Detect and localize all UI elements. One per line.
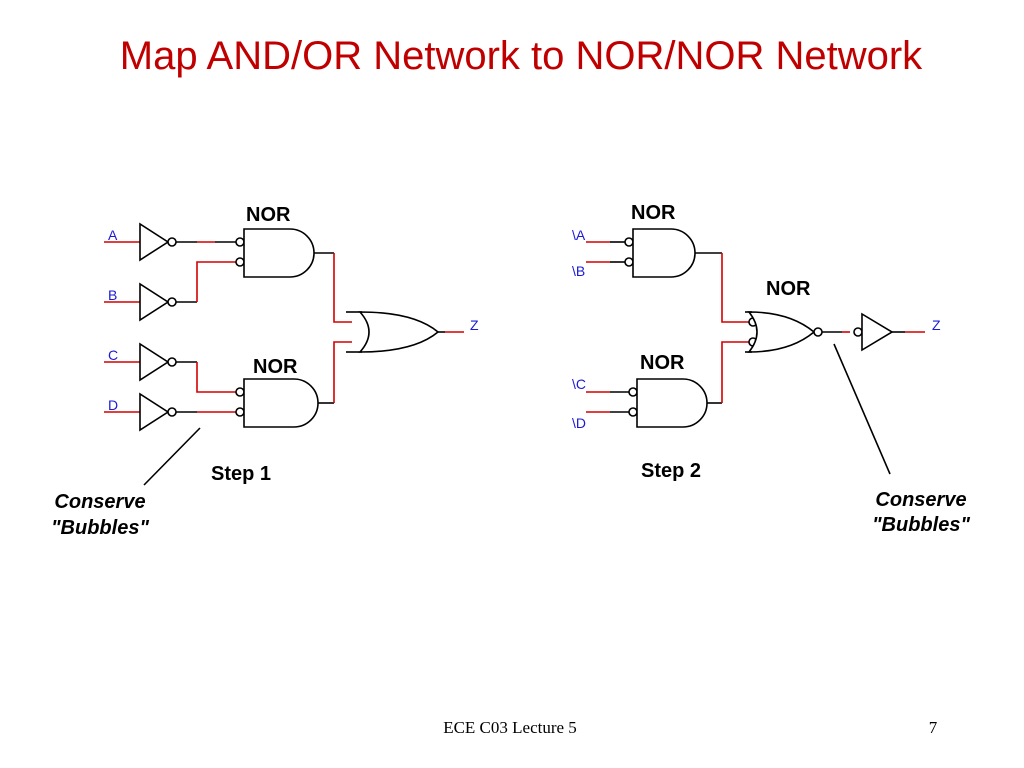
step2-label: Step 2	[641, 460, 701, 482]
step1-annotation-pointer	[143, 427, 201, 486]
step2-nor-gate-final	[745, 311, 823, 353]
step1-note-line2: "Bubbles"	[51, 517, 149, 539]
step1-nor-gate-bottom	[235, 378, 319, 428]
footer-page-number: 7	[928, 718, 938, 737]
step2-nor-gate-top	[624, 228, 696, 278]
step2-nor-mid-label: NOR	[766, 278, 811, 300]
step1-label: Step 1	[211, 463, 271, 485]
step1-inverter-c	[139, 342, 177, 382]
step2-nor-gate-bottom	[628, 378, 708, 428]
step1-nor-bottom-label: NOR	[253, 356, 298, 378]
step2-output-z-label: Z	[932, 317, 941, 333]
step1-note-line1: Conserve	[54, 491, 145, 513]
step2-input-a-label: \A	[572, 227, 586, 243]
step1-inverter-b	[139, 282, 177, 322]
step1-input-a-label: A	[108, 227, 118, 243]
step1-output-z-label: Z	[470, 317, 479, 333]
step1-nor-top-label: NOR	[246, 204, 291, 226]
step2-annotation-pointer	[833, 343, 891, 475]
step1-input-c-label: C	[108, 347, 118, 363]
step2-note-line1: Conserve	[875, 489, 966, 511]
footer-course: ECE C03 Lecture 5	[443, 718, 577, 737]
step2-nor-bottom-label: NOR	[640, 352, 685, 374]
step2-input-c-label: \C	[572, 376, 586, 392]
step2-input-b-label: \B	[572, 263, 585, 279]
step1-or-gate	[346, 311, 440, 353]
step1-input-b-label: B	[108, 287, 117, 303]
step1-input-d-label: D	[108, 397, 118, 413]
step2-output-inverter	[861, 312, 894, 352]
step2-input-d-label: \D	[572, 415, 586, 431]
step2-circuit: \A \B \C \D	[572, 202, 970, 536]
step2-note-line2: "Bubbles"	[872, 514, 970, 536]
step2-nor-top-label: NOR	[631, 202, 676, 224]
step1-nor-gate-top	[235, 228, 315, 278]
step1-inverter-d	[139, 392, 177, 432]
step1-circuit: A B C D	[51, 204, 479, 539]
slide-title: Map AND/OR Network to NOR/NOR Network	[119, 34, 923, 78]
step1-inverter-a	[139, 222, 177, 262]
